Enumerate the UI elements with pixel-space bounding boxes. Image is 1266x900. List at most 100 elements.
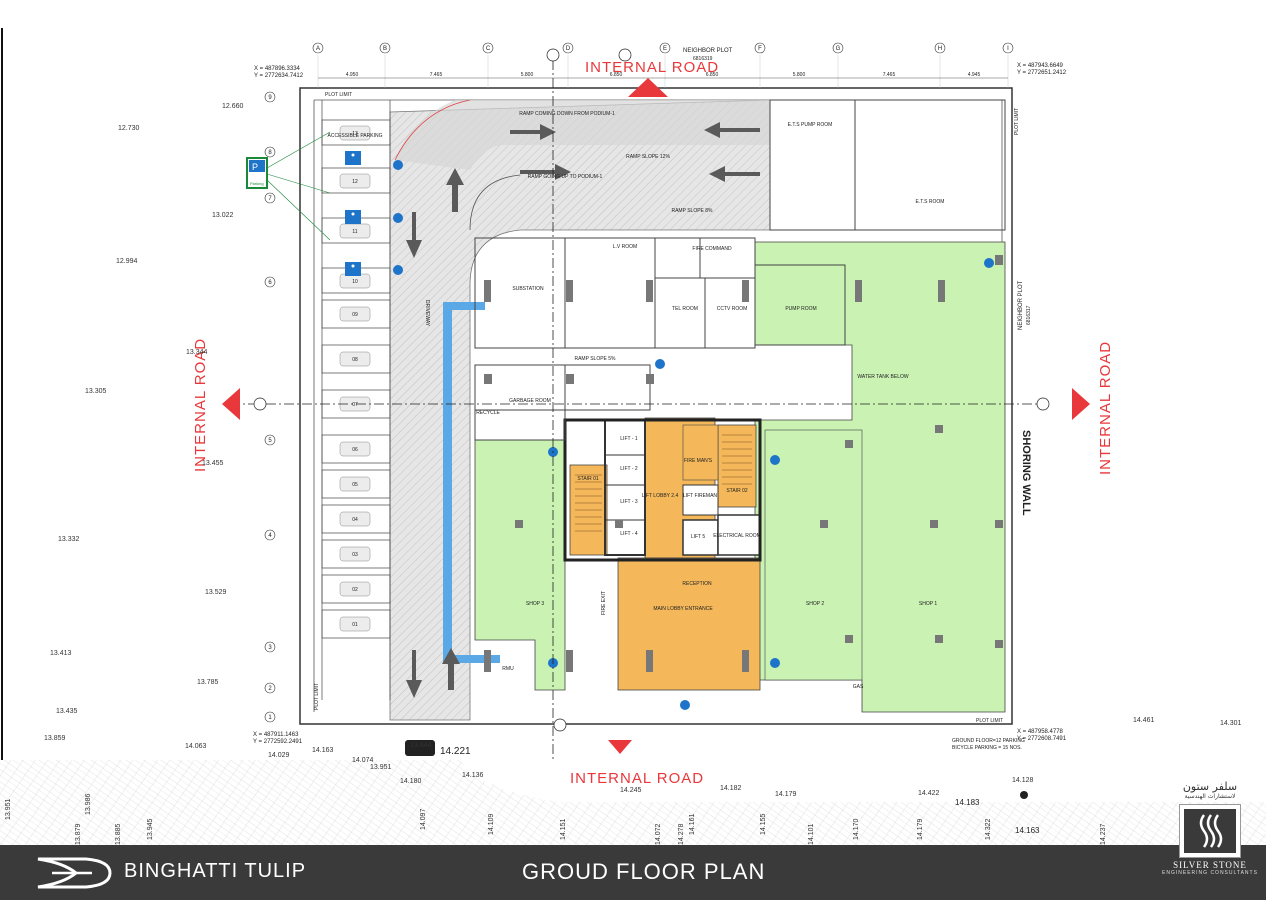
svg-text:14.163: 14.163: [312, 747, 334, 754]
plot-limit-label: PLOT LIMIT: [325, 92, 352, 98]
svg-text:04: 04: [352, 517, 358, 523]
svg-text:4.945: 4.945: [968, 72, 981, 78]
svg-text:PLOT LIMIT: PLOT LIMIT: [1014, 108, 1020, 135]
svg-text:13.885: 13.885: [115, 823, 122, 845]
svg-text:RAMP SLOPE 5%: RAMP SLOPE 5%: [574, 356, 616, 362]
svg-text:BICYCLE PARKING = 15 NOS.: BICYCLE PARKING = 15 NOS.: [952, 745, 1022, 751]
silver-stone-emblem-icon: [1179, 804, 1241, 858]
svg-text:PLOT LIMIT: PLOT LIMIT: [314, 683, 320, 710]
svg-text:WATER TANK BELOW: WATER TANK BELOW: [857, 374, 908, 380]
svg-text:LIFT 5: LIFT 5: [691, 534, 706, 540]
svg-text:4.950: 4.950: [346, 72, 359, 78]
svg-text:ELECTRICAL ROOM: ELECTRICAL ROOM: [713, 533, 761, 539]
svg-text:12.994: 12.994: [116, 258, 138, 265]
svg-text:14.074: 14.074: [352, 757, 374, 764]
svg-text:RAMP SLOPE 12%: RAMP SLOPE 12%: [626, 154, 670, 160]
parking-sign-letter: P: [252, 162, 258, 172]
svg-text:13.344: 13.344: [186, 349, 208, 356]
svg-text:02: 02: [352, 587, 358, 593]
svg-text:13.844: 13.844: [410, 742, 432, 749]
svg-text:13.859: 13.859: [44, 735, 66, 742]
svg-text:03: 03: [352, 552, 358, 558]
svg-text:12.660: 12.660: [222, 103, 244, 110]
svg-text:9: 9: [268, 95, 272, 101]
svg-text:RAMP GOING UP TO PODIUM-1: RAMP GOING UP TO PODIUM-1: [528, 174, 603, 180]
svg-text:13.455: 13.455: [202, 460, 224, 467]
svg-text:RECEPTION: RECEPTION: [682, 581, 712, 587]
svg-text:6816317: 6816317: [1026, 305, 1032, 325]
svg-text:14.183: 14.183: [955, 798, 980, 807]
svg-text:MAIN LOBBY ENTRANCE: MAIN LOBBY ENTRANCE: [653, 606, 713, 612]
svg-text:Y = 2772651.2412: Y = 2772651.2412: [1017, 70, 1067, 76]
svg-text:14.461: 14.461: [1133, 717, 1155, 724]
svg-text:RAMP COMING DOWN FROM PODIUM-1: RAMP COMING DOWN FROM PODIUM-1: [519, 111, 615, 117]
svg-text:13.879: 13.879: [75, 823, 82, 845]
water-feature: [443, 302, 500, 663]
svg-text:5: 5: [268, 438, 272, 444]
svg-text:14.322: 14.322: [985, 818, 992, 840]
svg-text:14.136: 14.136: [462, 772, 484, 779]
svg-text:14.179: 14.179: [775, 791, 797, 798]
sheet-title: GROUD FLOOR PLAN: [522, 859, 766, 884]
svg-text:08: 08: [352, 357, 358, 363]
svg-text:X = 487896.3334: X = 487896.3334: [254, 66, 301, 72]
svg-text:ACCESSIBLE PARKING: ACCESSIBLE PARKING: [328, 133, 383, 139]
svg-text:DRIVEWAY: DRIVEWAY: [424, 300, 430, 327]
project-name: BINGHATTI TULIP: [124, 860, 307, 882]
svg-text:E.T.S PUMP ROOM: E.T.S PUMP ROOM: [788, 122, 833, 128]
svg-text:09: 09: [352, 312, 358, 318]
svg-text:14.179: 14.179: [917, 818, 924, 840]
svg-text:LIFT FIREMAN: LIFT FIREMAN: [683, 493, 717, 499]
svg-text:06: 06: [352, 447, 358, 453]
svg-text:SHOP 2: SHOP 2: [806, 601, 824, 607]
svg-text:13.022: 13.022: [212, 212, 234, 219]
svg-text:13.951: 13.951: [370, 764, 392, 771]
svg-text:RMU: RMU: [502, 666, 514, 672]
svg-text:FIRE EXIT: FIRE EXIT: [601, 591, 607, 615]
svg-text:14.063: 14.063: [185, 743, 207, 750]
svg-text:5.800: 5.800: [521, 72, 534, 78]
svg-text:13.332: 13.332: [58, 536, 80, 543]
svg-text:14.155: 14.155: [760, 813, 767, 835]
svg-text:14.182: 14.182: [720, 785, 742, 792]
svg-text:6: 6: [268, 280, 272, 286]
parking-sign-text: Parking: [250, 181, 264, 186]
svg-text:14.422: 14.422: [918, 790, 940, 797]
svg-text:13.413: 13.413: [50, 650, 72, 657]
svg-text:LIFT - 4: LIFT - 4: [620, 531, 638, 537]
svg-text:I: I: [1007, 46, 1009, 52]
svg-text:4: 4: [268, 533, 272, 539]
title-bar: BINGHATTI TULIP GROUD FLOOR PLAN سلفر ست…: [0, 780, 1266, 900]
consultant-logo: سلفر ستون لاستشارات الهندسية SILVER STON…: [1160, 780, 1260, 900]
svg-text:12.730: 12.730: [118, 125, 140, 132]
svg-text:14.072: 14.072: [655, 823, 662, 845]
svg-text:13.785: 13.785: [197, 679, 219, 686]
svg-text:13.986: 13.986: [85, 793, 92, 815]
svg-text:E: E: [663, 46, 667, 52]
svg-text:Y = 2772634.7412: Y = 2772634.7412: [254, 73, 304, 79]
svg-text:GARBAGE ROOM: GARBAGE ROOM: [509, 398, 551, 404]
svg-text:G: G: [836, 46, 841, 52]
svg-text:14.245: 14.245: [620, 787, 642, 794]
svg-text:14.278: 14.278: [678, 823, 685, 845]
svg-text:STAIR 01: STAIR 01: [577, 476, 599, 482]
svg-text:CCTV ROOM: CCTV ROOM: [717, 306, 748, 312]
binghatti-logo-icon: [37, 857, 112, 889]
svg-text:6816319: 6816319: [693, 56, 713, 62]
accessible-parking-icon: [345, 151, 361, 276]
svg-text:3: 3: [268, 645, 272, 651]
svg-text:FIRE MAN'S: FIRE MAN'S: [684, 458, 713, 464]
svg-text:STAIR 02: STAIR 02: [726, 488, 748, 494]
svg-text:10: 10: [352, 279, 358, 285]
svg-text:SUBSTATION: SUBSTATION: [512, 286, 544, 292]
svg-text:LIFT - 2: LIFT - 2: [620, 466, 638, 472]
svg-text:TEL ROOM: TEL ROOM: [672, 306, 698, 312]
svg-text:13.305: 13.305: [85, 388, 107, 395]
consultant-name: SILVER STONE: [1173, 860, 1247, 870]
svg-text:E.T.S ROOM: E.T.S ROOM: [916, 199, 945, 205]
svg-text:14.170: 14.170: [853, 818, 860, 840]
svg-text:SHOP 1: SHOP 1: [919, 601, 937, 607]
svg-text:RAMP SLOPE 8%: RAMP SLOPE 8%: [671, 208, 713, 214]
svg-text:X = 487911.1463: X = 487911.1463: [253, 732, 299, 738]
shoring-wall-label: SHORING WALL: [1020, 430, 1032, 516]
